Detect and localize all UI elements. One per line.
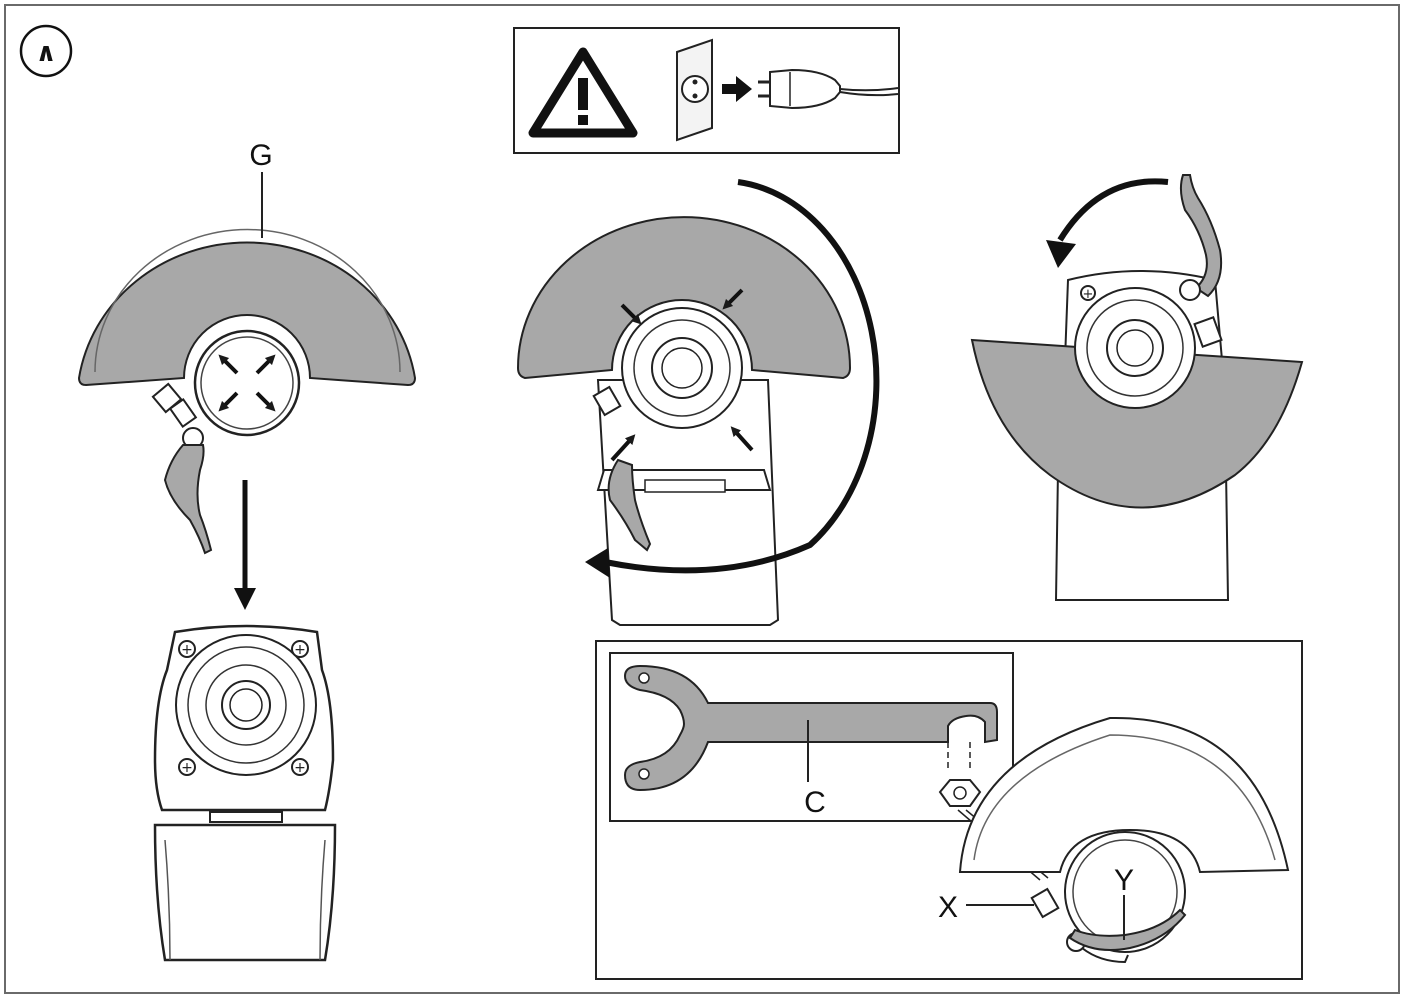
- svg-text:+: +: [181, 642, 193, 658]
- label-x: X: [938, 891, 958, 924]
- grinder-head-bottom: + + + +: [153, 624, 337, 962]
- lever-closed-drawing: +: [970, 174, 1304, 601]
- step-marker-label: ∧: [35, 38, 56, 68]
- label-c: C: [804, 786, 826, 819]
- warning-box: [513, 27, 900, 154]
- svg-text:+: +: [294, 760, 306, 776]
- spanner-inset: C X Y: [595, 640, 1303, 980]
- guard-g-drawing: G: [77, 139, 417, 555]
- label-g: G: [249, 139, 272, 172]
- warning-triangle-icon: [528, 47, 638, 138]
- unplug-power-icon: [676, 38, 899, 142]
- svg-text:+: +: [181, 760, 193, 776]
- svg-text:+: +: [294, 642, 306, 658]
- figure-frame: [4, 4, 1400, 994]
- down-arrow: [234, 480, 256, 610]
- label-y: Y: [1114, 864, 1134, 897]
- guard-mounted-drawing: [516, 179, 880, 626]
- step-marker: ∧: [19, 24, 73, 78]
- svg-text:+: +: [1083, 287, 1094, 302]
